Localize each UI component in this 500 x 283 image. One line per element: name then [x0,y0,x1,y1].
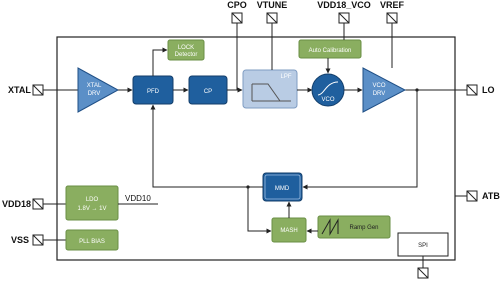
mash-label: MASH [280,228,297,234]
mmd-label: MMD [275,186,290,192]
xtal-drv-block: XTAL DRV [77,67,120,113]
lpf-label: LPF [280,74,291,80]
pfd-block: PFD [132,75,174,105]
vco-drv-label-1: VCO [372,83,385,89]
pin-lo: LO [405,84,495,96]
pin-atb-label: ATB [482,191,500,201]
ldo-label-1: LDO [86,197,99,203]
cp-block: CP [188,75,228,105]
spi-block: SPI [397,232,449,257]
vco-label: VCO [321,97,334,103]
lock-detector-label-2: Detector [175,52,198,58]
cp-label: CP [204,89,212,95]
vdd10-label: VDD10 [125,194,151,203]
pin-vref: VREF [380,0,405,37]
lock-detector-label-1: LOCK [178,45,194,51]
ramp-gen-label: Ramp Gen [349,225,378,231]
pin-xtal: XTAL [8,84,78,96]
xtal-drv-label-2: DRV [88,91,101,97]
pll-bias-block: PLL BIAS [65,229,119,251]
mash-block: MASH [271,217,307,243]
pin-cpo: CPO [227,0,247,37]
auto-calibration-label: Auto Calibration [309,48,352,54]
pin-vtune: VTUNE [257,0,288,37]
lpf-block: LPF [242,69,298,109]
lock-detector-block: LOCK Detector [167,39,205,61]
pfd-label: PFD [147,89,160,95]
mmd-block: MMD [262,172,303,202]
ldo-block: LDO 1.8V → 1V [65,185,119,221]
pin-vdd18-label: VDD18 [2,199,31,209]
pin-vtune-label: VTUNE [257,0,288,10]
pin-vdd18: VDD18 [2,198,66,210]
ramp-gen-block: Ramp Gen [317,215,391,239]
pin-atb: ATB [455,190,500,202]
pin-xtal-label: XTAL [8,85,31,95]
xtal-drv-label-1: XTAL [87,83,102,89]
pin-vss: VSS [11,234,66,246]
pin-vdd18-vco-label: VDD18_VCO [317,0,371,10]
vco-drv-block: VCO DRV [362,67,407,113]
vco-drv-label-2: DRV [373,91,386,97]
pin-vss-label: VSS [11,235,29,245]
pin-lo-label: LO [482,85,495,95]
pll-bias-label: PLL BIAS [79,239,105,245]
pin-cpo-label: CPO [227,0,247,10]
vco-block: VCO [311,73,345,107]
ldo-label-2: 1.8V → 1V [77,206,106,212]
spi-label: SPI [418,243,428,249]
pin-vref-label: VREF [380,0,405,10]
pin-vdd18-vco: VDD18_VCO [317,0,371,37]
pin-spi [417,256,429,279]
auto-calibration-block: Auto Calibration [298,39,362,59]
